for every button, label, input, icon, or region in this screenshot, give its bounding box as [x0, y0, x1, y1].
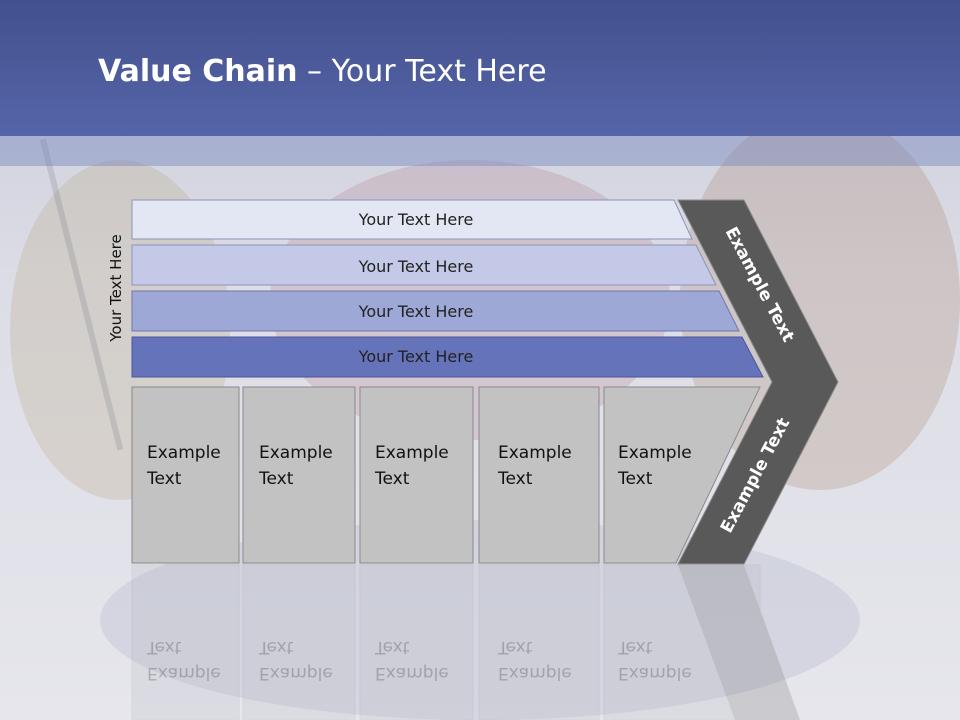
header-band	[0, 0, 960, 136]
box-5	[603, 386, 761, 564]
chevron-arrow	[677, 199, 839, 565]
bar-2-label: Your Text Here	[358, 257, 474, 276]
box-3	[359, 386, 474, 564]
title-bold: Value Chain	[98, 54, 298, 89]
box-reflection-3	[359, 564, 474, 720]
box-3-label: Example Text	[375, 443, 449, 489]
title-rest: – Your Text Here	[297, 54, 547, 89]
box-2	[242, 386, 356, 564]
box-5-label: Example Text	[618, 443, 692, 489]
box-reflection-1	[131, 564, 240, 720]
box-1	[131, 386, 240, 564]
box-2-label: Example Text	[259, 443, 333, 489]
box-reflection-4	[478, 564, 600, 720]
reflection-group	[131, 564, 800, 720]
slide-title: Value Chain – Your Text Here	[98, 54, 547, 89]
chevron-reflection	[678, 565, 800, 720]
bar-2	[131, 244, 717, 286]
bar-1	[131, 199, 693, 240]
box-3-label-reflection: Example Text	[375, 637, 449, 683]
box-reflection-5	[603, 564, 761, 720]
bar-3-label: Your Text Here	[358, 302, 474, 321]
bar-3	[131, 290, 740, 332]
box-4	[478, 386, 600, 564]
box-reflection-2	[242, 564, 356, 720]
box-2-label-reflection: Example Text	[259, 637, 333, 683]
box-1-label-reflection: Example Text	[147, 637, 221, 683]
box-1-label: Example Text	[147, 443, 221, 489]
box-4-label: Example Text	[498, 443, 572, 489]
bar-4	[131, 336, 764, 378]
bar-4-label: Your Text Here	[358, 347, 474, 366]
box-5-label-reflection: Example Text	[618, 637, 692, 683]
bar-1-label: Your Text Here	[358, 210, 474, 229]
box-4-label-reflection: Example Text	[498, 637, 572, 683]
header-strip	[0, 136, 960, 166]
